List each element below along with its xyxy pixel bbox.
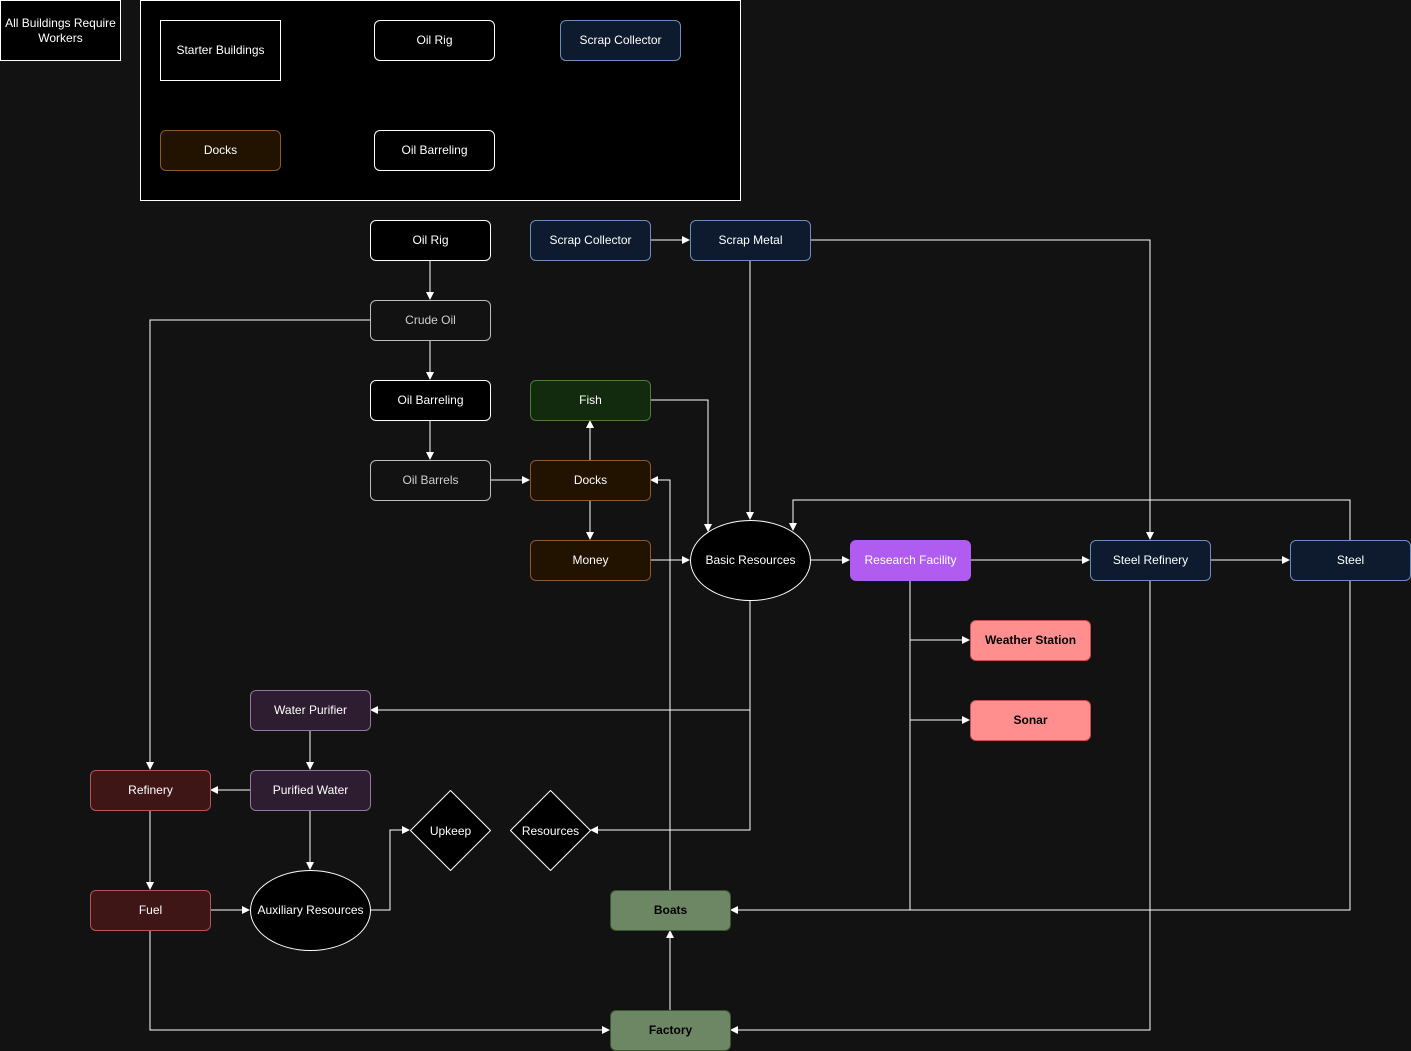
edge-auxiliary-upkeep <box>370 826 410 911</box>
node-steel-refinery: Steel Refinery <box>1090 540 1211 581</box>
legend-docks: Docks <box>160 130 281 171</box>
edge-fuel-factory <box>149 930 610 1034</box>
edge-steel-boats <box>730 580 1351 914</box>
note-workers: All Buildings Require Workers <box>0 0 121 61</box>
legend-oil-rig: Oil Rig <box>374 20 495 61</box>
node-basic-resources: Basic Resources <box>690 520 811 601</box>
node-oil-barrels: Oil Barrels <box>370 460 491 501</box>
node-money: Money <box>530 540 651 581</box>
edge-crudeoil-refinery <box>146 319 370 770</box>
legend-oil-barreling: Oil Barreling <box>374 130 495 171</box>
upkeep-diamond-shape <box>410 790 491 871</box>
upkeep-label: Upkeep <box>429 823 472 838</box>
legend-starter-buildings: Starter Buildings <box>160 20 281 81</box>
node-steel: Steel <box>1290 540 1411 581</box>
node-boats: Boats <box>610 890 731 931</box>
edge-basicresources-resources <box>590 710 751 834</box>
node-oil-barreling: Oil Barreling <box>370 380 491 421</box>
node-auxiliary-resources: Auxiliary Resources <box>250 870 371 951</box>
edge-research-weatherstation <box>909 580 970 644</box>
node-sonar: Sonar <box>970 700 1091 741</box>
node-oil-rig: Oil Rig <box>370 220 491 261</box>
node-scrap-collector: Scrap Collector <box>530 220 651 261</box>
node-resources: Resources <box>510 790 591 871</box>
edge-steelrefinery-factory <box>730 580 1151 1034</box>
node-refinery: Refinery <box>90 770 211 811</box>
legend-scrap-collector: Scrap Collector <box>560 20 681 61</box>
node-scrap-metal: Scrap Metal <box>690 220 811 261</box>
edge-scrapmetal-steelrefinery <box>810 239 1154 540</box>
edge-steel-basicresources <box>789 499 1351 540</box>
resources-diamond-shape <box>510 790 591 871</box>
edge-research-sonar <box>909 640 970 724</box>
node-fish: Fish <box>530 380 651 421</box>
node-weather-station: Weather Station <box>970 620 1091 661</box>
node-upkeep: Upkeep <box>410 790 491 871</box>
node-factory: Factory <box>610 1010 731 1051</box>
edge-boats-docks <box>650 476 671 890</box>
edge-fish-basicresources <box>650 399 712 532</box>
node-purified-water: Purified Water <box>250 770 371 811</box>
node-fuel: Fuel <box>90 890 211 931</box>
node-crude-oil: Crude Oil <box>370 300 491 341</box>
node-docks: Docks <box>530 460 651 501</box>
node-research-facility: Research Facility <box>850 540 971 581</box>
node-water-purifier: Water Purifier <box>250 690 371 731</box>
edge-basicresources-waterpurifier <box>370 600 751 714</box>
resources-label: Resources <box>521 823 580 838</box>
